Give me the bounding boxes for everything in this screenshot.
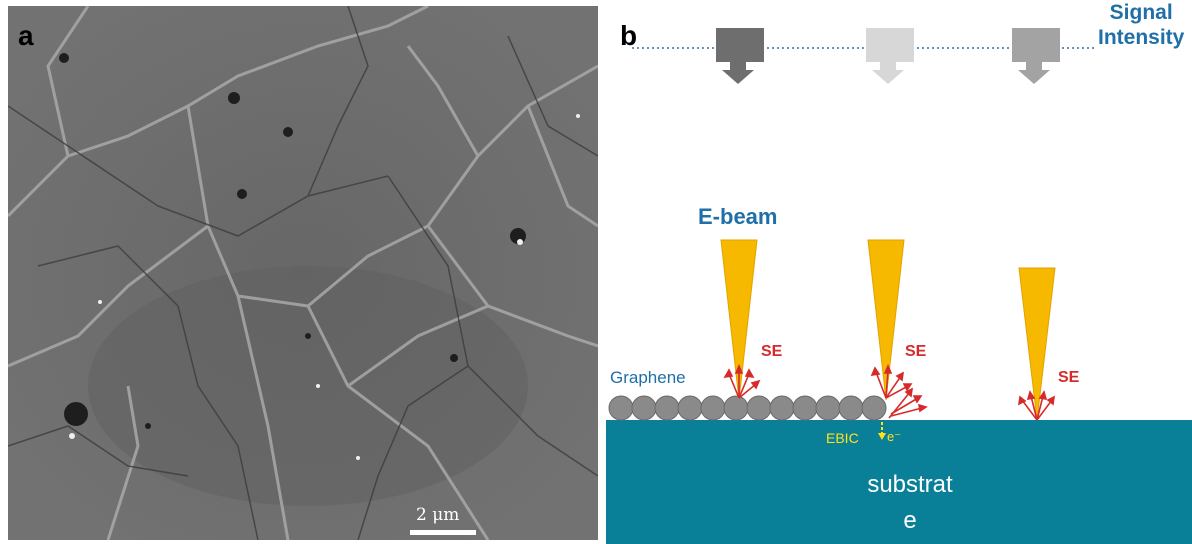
substrate	[606, 420, 1192, 544]
schematic-drawing	[606, 28, 1192, 544]
graphene-layer	[608, 395, 887, 421]
se-arrows-1	[723, 363, 761, 399]
panel-b-label: b	[620, 20, 638, 51]
ebeam-cone-2	[867, 239, 905, 401]
signal-indicator-medium	[1012, 28, 1060, 84]
signal-indicator-light	[866, 28, 914, 84]
scale-bar-label: 2 μm	[416, 505, 460, 525]
electron-label: e⁻	[887, 429, 902, 444]
sem-micrograph	[8, 6, 598, 540]
signal-intensity-line2: Intensity	[1098, 26, 1185, 49]
se-arrows-2	[870, 363, 928, 419]
signal-indicator-dark	[716, 28, 764, 84]
signal-intensity-line1: Signal	[1109, 1, 1173, 24]
scale-bar	[410, 530, 476, 535]
ebic-arrow	[878, 422, 886, 440]
substrate-label: substrat e	[840, 467, 980, 539]
graphene-label: Graphene	[610, 368, 686, 387]
sem-texture	[8, 6, 598, 540]
schematic-panel	[606, 6, 1192, 544]
ebeam-label: E-beam	[698, 204, 778, 229]
ebic-label: EBIC	[826, 430, 859, 446]
ebeam-cone-1	[720, 239, 758, 401]
ebeam-cone-3	[1018, 267, 1056, 421]
se-label-1: SE	[761, 343, 783, 360]
panel-a-label: a	[18, 20, 34, 51]
signal-intensity-label: Signal Intensity	[1098, 0, 1184, 50]
substrate-label-line1: substrat	[867, 471, 953, 498]
se-arrows	[723, 363, 1056, 421]
se-label-3: SE	[1058, 369, 1080, 386]
substrate-label-line2: e	[903, 507, 917, 534]
se-label-2: SE	[905, 343, 927, 360]
se-arrows-3	[1017, 390, 1056, 421]
